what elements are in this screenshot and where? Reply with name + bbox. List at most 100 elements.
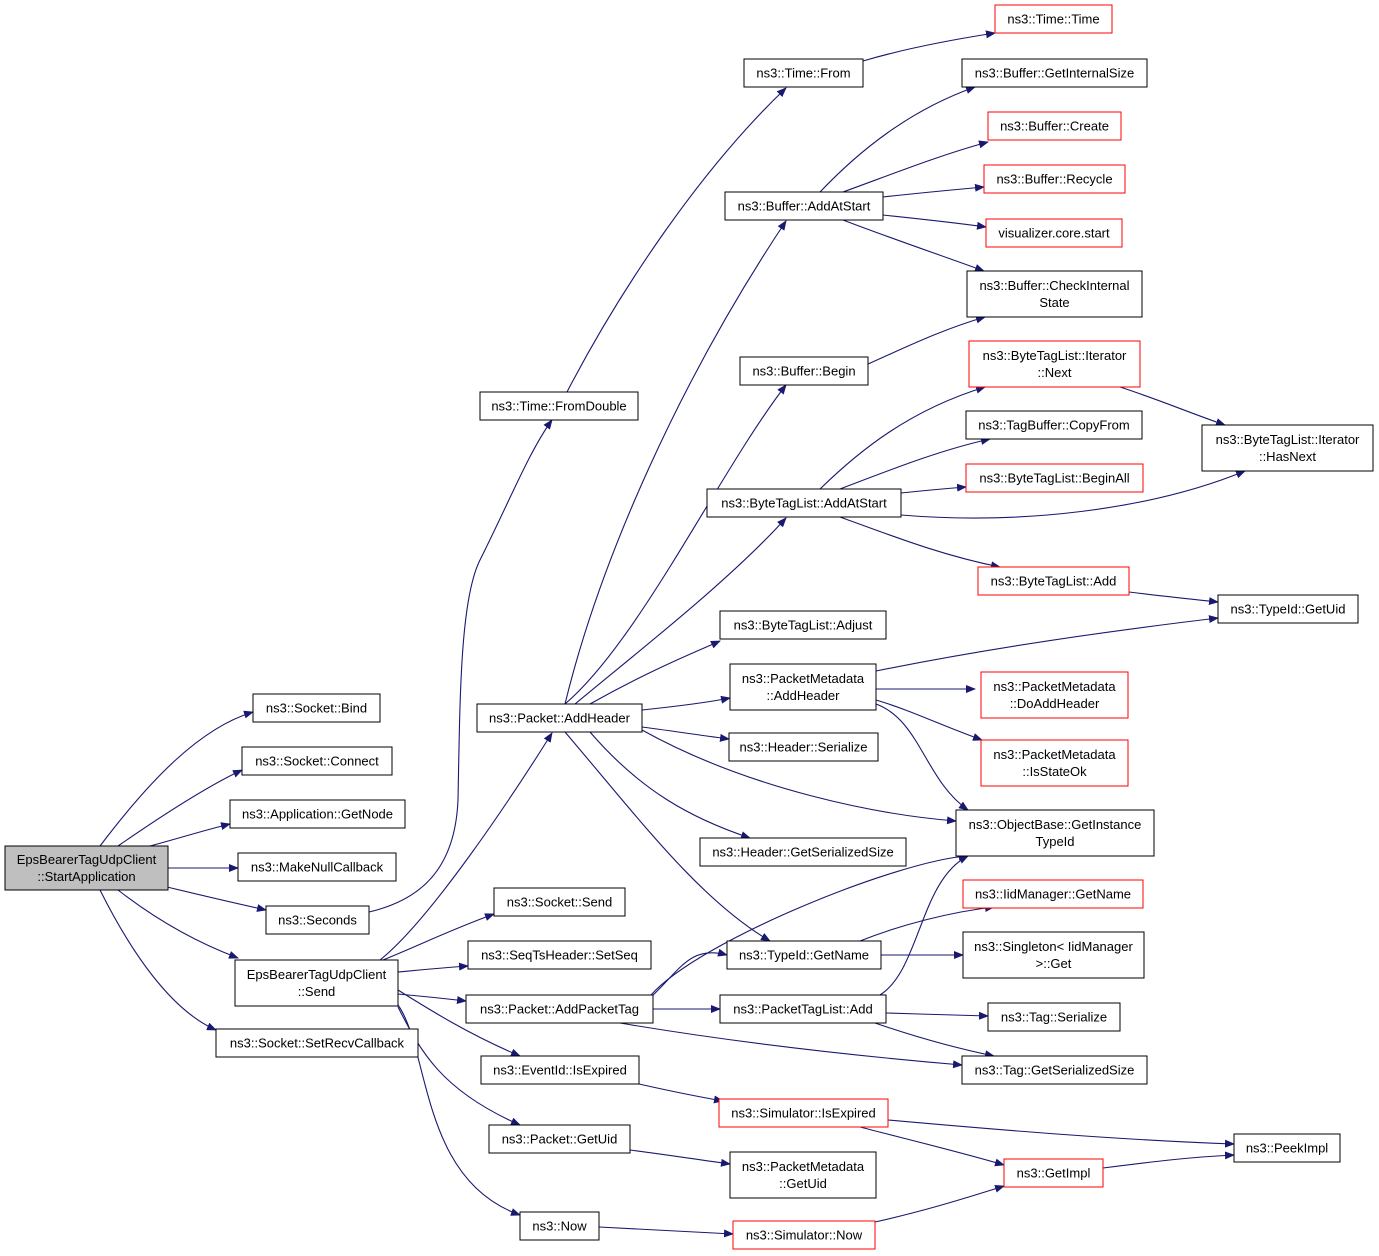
node-label: ns3::Socket::Bind: [266, 701, 367, 716]
node-btliternext[interactable]: ns3::ByteTagList::Iterator::Next: [968, 340, 1141, 388]
node-evisexpired[interactable]: ns3::EventId::IsExpired: [480, 1055, 640, 1085]
call-edge: [819, 86, 976, 193]
call-edge: [397, 1004, 521, 1216]
call-edge: [629, 1149, 731, 1167]
node-box: [215, 1028, 419, 1058]
node-box: [732, 1220, 876, 1250]
node-label: ::DoAddHeader: [1010, 696, 1100, 711]
node-label: ns3::ByteTagList::Adjust: [734, 618, 873, 633]
node-label: ns3::Simulator::Now: [746, 1228, 863, 1243]
call-edge: [99, 710, 254, 847]
call-edge: [650, 852, 969, 996]
call-edge: [839, 516, 1001, 570]
node-fromdouble[interactable]: ns3::Time::FromDouble: [479, 391, 639, 421]
node-send[interactable]: EpsBearerTagUdpClient::Send: [234, 959, 399, 1007]
node-btliterhasnext[interactable]: ns3::ByteTagList::Iterator::HasNext: [1201, 424, 1374, 472]
node-typeidgetuid[interactable]: ns3::TypeId::GetUid: [1217, 594, 1359, 624]
call-edge: [564, 384, 787, 705]
node-label: ns3::Simulator::IsExpired: [731, 1106, 876, 1121]
node-pmaddheader[interactable]: ns3::PacketMetadata::AddHeader: [729, 663, 877, 711]
node-box: [983, 164, 1126, 194]
node-btladd[interactable]: ns3::ByteTagList::Add: [977, 566, 1130, 596]
call-edge: [862, 30, 996, 62]
call-edge: [397, 962, 469, 973]
call-edge: [874, 1022, 995, 1059]
node-label: ns3::Buffer::CheckInternal: [979, 278, 1129, 293]
node-label: ns3::ByteTagList::AddAtStart: [721, 496, 887, 511]
node-setrecv[interactable]: ns3::Socket::SetRecvCallback: [215, 1028, 419, 1058]
node-pmdoaddheader[interactable]: ns3::PacketMetadata::DoAddHeader: [980, 671, 1129, 719]
node-pmisstateok[interactable]: ns3::PacketMetadata::IsStateOk: [980, 739, 1129, 787]
node-ptladd[interactable]: ns3::PacketTagList::Add: [719, 994, 887, 1024]
node-bufbegin[interactable]: ns3::Buffer::Begin: [739, 356, 869, 386]
node-bufaddatstart[interactable]: ns3::Buffer::AddAtStart: [724, 191, 884, 221]
node-simnow[interactable]: ns3::Simulator::Now: [732, 1220, 876, 1250]
node-label: ns3::Buffer::GetInternalSize: [975, 66, 1134, 81]
node-hdrserialize[interactable]: ns3::Header::Serialize: [728, 732, 879, 762]
call-edge: [882, 183, 985, 198]
call-edge: [117, 769, 243, 847]
node-vizstart[interactable]: visualizer.core.start: [985, 218, 1123, 248]
node-label: ns3::Packet::GetUid: [502, 1132, 618, 1147]
node-connect[interactable]: ns3::Socket::Connect: [241, 746, 393, 776]
node-btlaaddatstart[interactable]: ns3::ByteTagList::AddAtStart: [706, 488, 902, 518]
node-bufrecycle[interactable]: ns3::Buffer::Recycle: [983, 164, 1126, 194]
call-edge: [875, 615, 1219, 672]
call-edge: [1102, 1151, 1235, 1169]
node-hdrgetsize[interactable]: ns3::Header::GetSerializedSize: [699, 837, 907, 867]
node-taggetsize[interactable]: ns3::Tag::GetSerializedSize: [961, 1055, 1148, 1085]
node-label: ns3::ByteTagList::BeginAll: [979, 471, 1129, 486]
node-seconds[interactable]: ns3::Seconds: [265, 905, 370, 935]
node-typeidgetname[interactable]: ns3::TypeId::GetName: [726, 940, 882, 970]
call-edge: [397, 989, 521, 1057]
node-box: [718, 1098, 889, 1128]
node-box: [977, 566, 1130, 596]
node-bufgetinternal[interactable]: ns3::Buffer::GetInternalSize: [961, 58, 1148, 88]
node-getnode[interactable]: ns3::Application::GetNode: [229, 799, 406, 829]
node-label: ns3::SeqTsHeader::SetSeq: [481, 948, 638, 963]
node-box: [1233, 1133, 1341, 1163]
call-edge: [379, 732, 553, 961]
node-timetime[interactable]: ns3::Time::Time: [994, 4, 1113, 34]
node-singletonget[interactable]: ns3::Singleton< IidManager>::Get: [962, 931, 1145, 979]
node-timefrom[interactable]: ns3::Time::From: [743, 58, 864, 88]
node-tagbufcopy[interactable]: ns3::TagBuffer::CopyFrom: [965, 410, 1143, 440]
node-label: ns3::Socket::Connect: [255, 754, 379, 769]
node-tagserialize[interactable]: ns3::Tag::Serialize: [987, 1002, 1121, 1032]
node-box: [980, 739, 1129, 787]
node-now[interactable]: ns3::Now: [519, 1211, 600, 1241]
node-pktaddheader[interactable]: ns3::Packet::AddHeader: [476, 703, 643, 733]
node-pktaddtag[interactable]: ns3::Packet::AddPacketTag: [465, 994, 654, 1024]
node-btlbeginall[interactable]: ns3::ByteTagList::BeginAll: [965, 463, 1144, 493]
node-peekimpl[interactable]: ns3::PeekImpl: [1233, 1133, 1341, 1163]
node-bufcreate[interactable]: ns3::Buffer::Create: [987, 111, 1122, 141]
call-edge: [382, 913, 495, 961]
node-pktgetuid[interactable]: ns3::Packet::GetUid: [488, 1124, 631, 1154]
node-label: ns3::Buffer::AddAtStart: [738, 199, 871, 214]
node-socksend[interactable]: ns3::Socket::Send: [493, 887, 626, 917]
node-label: ns3::ByteTagList::Iterator: [1216, 432, 1360, 447]
node-box: [699, 837, 907, 867]
node-makenull[interactable]: ns3::MakeNullCallback: [237, 852, 397, 882]
call-edge: [149, 822, 231, 847]
node-getimpl[interactable]: ns3::GetImpl: [1003, 1158, 1104, 1188]
node-simisexpired[interactable]: ns3::Simulator::IsExpired: [718, 1098, 889, 1128]
node-box: [493, 887, 626, 917]
node-box: [961, 58, 1148, 88]
node-box: [729, 663, 877, 711]
node-bind[interactable]: ns3::Socket::Bind: [252, 693, 381, 723]
call-edge: [1128, 591, 1219, 606]
node-seqsetseq[interactable]: ns3::SeqTsHeader::SetSeq: [467, 940, 652, 970]
node-box: [519, 1211, 600, 1241]
node-box: [743, 58, 864, 88]
node-label: ::HasNext: [1259, 449, 1316, 464]
node-box: [965, 463, 1144, 493]
node-box: [4, 845, 169, 891]
node-pmgetuid[interactable]: ns3::PacketMetadata::GetUid: [729, 1151, 877, 1199]
node-btladjust[interactable]: ns3::ByteTagList::Adjust: [719, 610, 887, 640]
node-box: [729, 1151, 877, 1199]
node-iidgetname[interactable]: ns3::IidManager::GetName: [962, 879, 1144, 909]
